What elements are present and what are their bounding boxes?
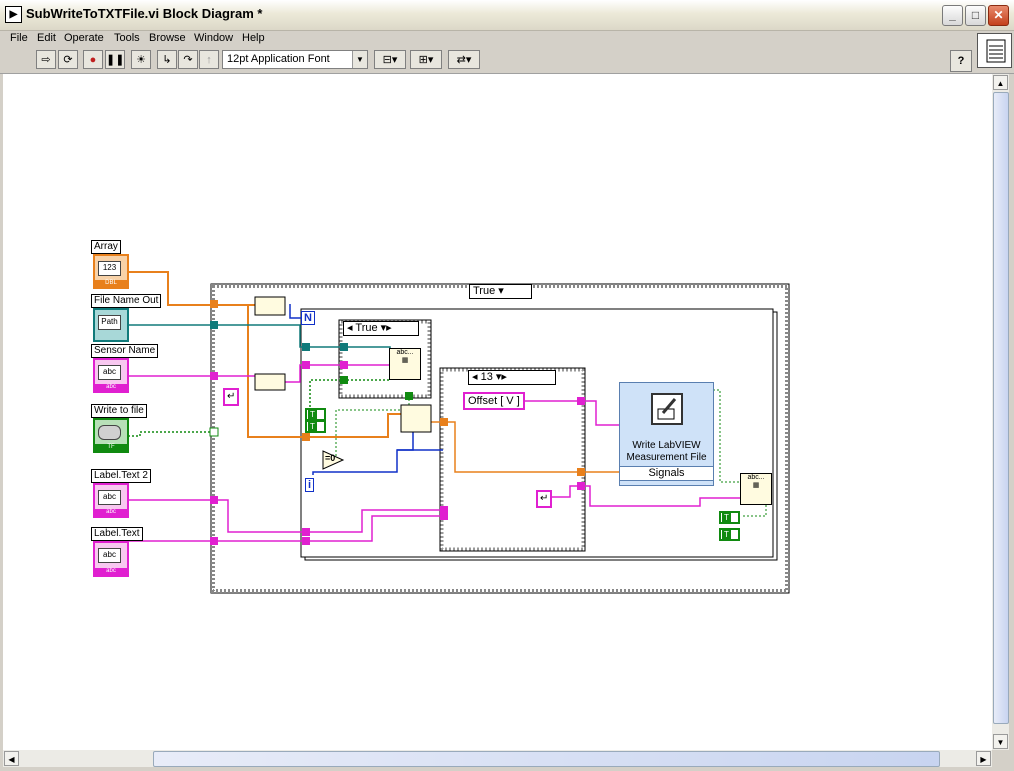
write-text-file-node-2[interactable]: abc...▦ <box>740 473 772 505</box>
scroll-left-icon[interactable]: ◀ <box>4 751 19 766</box>
concatenate-strings-node <box>254 373 286 391</box>
scroll-down-icon[interactable]: ▼ <box>993 734 1008 749</box>
menu-window[interactable]: Window <box>194 32 234 44</box>
vi-icon-pane[interactable] <box>977 33 1012 68</box>
sensor-name-terminal[interactable]: abc abc <box>93 358 129 393</box>
scroll-up-icon[interactable]: ▲ <box>993 75 1008 90</box>
write-text-file-label-2: abc... <box>747 474 765 481</box>
menu-browse[interactable]: Browse <box>149 32 186 44</box>
array-label: Array <box>91 240 121 254</box>
build-array-node <box>400 404 432 433</box>
menu-operate[interactable]: Operate <box>64 32 104 44</box>
menu-file[interactable]: File <box>10 32 28 44</box>
equal-zero-label: =0 <box>325 453 336 463</box>
menu-tools[interactable]: Tools <box>114 32 140 44</box>
end-of-line-constant-2[interactable]: ↵ <box>536 490 553 508</box>
true-constant-2[interactable]: T ⁸ <box>305 420 326 433</box>
tunnel <box>210 300 218 308</box>
sensor-name-type: abc <box>95 384 127 391</box>
signals-input[interactable]: Signals <box>620 466 713 481</box>
true-constant-3[interactable]: T ⁸ <box>719 511 740 524</box>
index-array-node <box>254 296 286 316</box>
outer-case-value: True <box>473 285 496 297</box>
equal-zero-node <box>322 450 345 470</box>
file-name-out-terminal[interactable]: Path <box>93 308 129 342</box>
distribute-objects-icon[interactable]: ⊞▾ <box>410 50 442 69</box>
loop-count-terminal[interactable]: N <box>301 311 315 325</box>
write-text-file-label: abc... <box>396 349 414 356</box>
write-labview-measurement-file-vi[interactable]: Write LabVIEW Measurement File Signals <box>619 382 714 486</box>
toggle-switch-icon <box>98 425 121 440</box>
close-button[interactable]: ✕ <box>988 5 1009 26</box>
menu-edit[interactable]: Edit <box>37 32 56 44</box>
step-into-icon[interactable]: ↳ <box>157 50 177 69</box>
array-terminal[interactable]: 123 DBL <box>93 254 129 289</box>
string-terminal-icon: abc <box>98 490 121 505</box>
end-of-line-constant[interactable]: ↵ <box>223 388 240 406</box>
express-vi-name: Write LabVIEW Measurement File <box>626 440 707 463</box>
menu-bar: File Edit Operate Tools Browse Window He… <box>0 30 1014 48</box>
case-13-value: 13 <box>480 371 493 383</box>
font-select[interactable]: 12pt Application Font ▼ <box>222 50 368 69</box>
step-out-icon[interactable]: ↑ <box>199 50 219 69</box>
label-text-2-terminal[interactable]: abc abc <box>93 483 129 518</box>
true-constant-4[interactable]: T ⁸ <box>719 528 740 541</box>
vertical-scrollbar[interactable]: ▲ ▼ <box>992 74 1009 750</box>
label-text-label: Label.Text <box>91 527 143 541</box>
scroll-right-icon[interactable]: ▶ <box>976 751 991 766</box>
write-file-icon <box>651 393 683 425</box>
string-terminal-icon: abc <box>98 365 121 380</box>
label-text-terminal[interactable]: abc abc <box>93 541 129 577</box>
write-to-file-label: Write to file <box>91 404 147 418</box>
horizontal-scroll-thumb[interactable] <box>153 751 940 767</box>
array-type: DBL <box>95 280 127 287</box>
write-to-file-terminal[interactable]: TF <box>93 418 129 453</box>
font-select-value: 12pt Application Font <box>227 53 330 65</box>
window-title: SubWriteToTXTFile.vi Block Diagram * <box>26 6 263 21</box>
menu-help[interactable]: Help <box>242 32 265 44</box>
highlight-execution-icon[interactable]: ☀ <box>131 50 151 69</box>
outer-case-selector[interactable]: True ▾ <box>469 284 532 299</box>
reorder-icon[interactable]: ⇄▾ <box>448 50 480 69</box>
array-terminal-icon: 123 <box>98 261 121 276</box>
write-text-file-node[interactable]: abc...▦ <box>389 348 421 380</box>
inner-case-value: True <box>355 322 378 334</box>
run-arrow-icon[interactable]: ⇨ <box>36 50 56 69</box>
title-bar[interactable]: ▶ SubWriteToTXTFile.vi Block Diagram * _… <box>0 0 1014 31</box>
run-continuously-icon[interactable]: ⟳ <box>58 50 78 69</box>
horizontal-scrollbar[interactable]: ◀ ▶ <box>3 750 992 767</box>
write-to-file-type: TF <box>95 444 127 451</box>
offset-string-constant[interactable]: Offset [ V ] <box>463 392 525 410</box>
string-terminal-icon: abc <box>98 548 121 563</box>
align-objects-icon[interactable]: ⊟▾ <box>374 50 406 69</box>
abort-icon[interactable]: ● <box>83 50 103 69</box>
chevron-down-icon: ▼ <box>352 51 367 68</box>
sensor-name-label: Sensor Name <box>91 344 159 358</box>
file-name-out-label: File Name Out <box>91 294 162 308</box>
maximize-button[interactable]: □ <box>965 5 986 26</box>
connector-pane-icon <box>986 39 1006 63</box>
outer-case-border <box>211 284 789 593</box>
inner-case-selector[interactable]: ◂ True ▾▸ <box>343 321 419 336</box>
label-text-2-type: abc <box>95 509 127 516</box>
label-text-type: abc <box>95 568 127 575</box>
pause-icon[interactable]: ❚❚ <box>105 50 125 69</box>
toolbar: ⇨ ⟳ ● ❚❚ ☀ ↳ ↷ ↑ 12pt Application Font ▼… <box>0 48 1014 74</box>
step-over-icon[interactable]: ↷ <box>178 50 198 69</box>
case-13-selector[interactable]: ◂ 13 ▾▸ <box>468 370 556 385</box>
label-text-2-label: Label.Text 2 <box>91 469 151 483</box>
vertical-scroll-thumb[interactable] <box>993 92 1009 724</box>
path-terminal-icon: Path <box>98 315 121 330</box>
loop-iteration-terminal[interactable]: i <box>305 478 315 492</box>
labview-vi-icon: ▶ <box>5 6 22 23</box>
minimize-button[interactable]: _ <box>942 5 963 26</box>
help-button[interactable]: ? <box>950 50 972 72</box>
